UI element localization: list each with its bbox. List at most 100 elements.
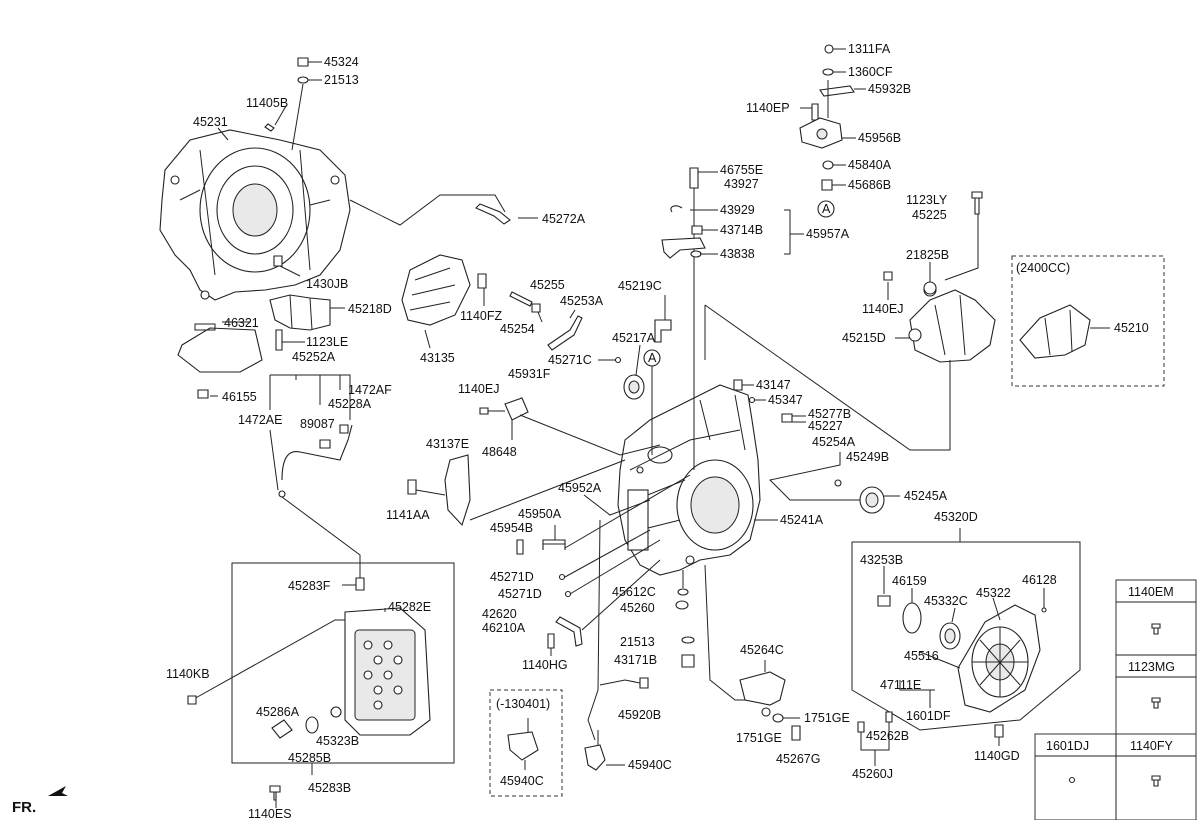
bolt-1430JB [273, 255, 283, 267]
plug-43171B [681, 654, 695, 668]
label-45320D: 45320D [934, 510, 978, 524]
label-45271D-c: 45271D [498, 587, 542, 601]
washer-45323B [330, 706, 342, 718]
oil-pan-45282E [344, 607, 431, 736]
bolt-1140FZ [477, 273, 487, 289]
detent-46210A [555, 616, 583, 647]
pin-45271Db [558, 573, 566, 581]
legend-icon-1601dj [1068, 776, 1076, 784]
label-45957A: 45957A [806, 227, 850, 241]
label-21513b: 21513 [620, 635, 655, 649]
label-45950A: 45950A [518, 507, 562, 521]
label-45920B: 45920B [618, 708, 661, 722]
seal-45840A [822, 160, 834, 170]
label-45332C: 45332C [924, 594, 968, 608]
legend-label-1140fy: 1140FY [1130, 739, 1174, 753]
clip-45254 [531, 303, 541, 313]
switch-45956B [799, 117, 843, 149]
hose-45252A [281, 424, 353, 481]
label-45840A: 45840A [848, 158, 892, 172]
label-47111E: 47111E [880, 678, 921, 692]
bracket-45219C [654, 319, 672, 343]
label-1140EJ-b: 1140EJ [862, 302, 903, 316]
label-45932B: 45932B [868, 82, 911, 96]
pin-45262B [885, 711, 893, 723]
label-42620: 42620 [482, 607, 517, 621]
washer-1360CF [822, 68, 834, 76]
label-1430JB: 1430JB [306, 277, 348, 291]
label-46755E: 46755E [720, 163, 763, 177]
label-1360CF: 1360CF [848, 65, 893, 79]
sensor-45920B [599, 677, 649, 689]
legend-label-1601dj: 1601DJ [1046, 739, 1089, 753]
nut-1311FA [824, 44, 834, 54]
label-1140EP: 1140EP [746, 101, 790, 115]
part-labels: 45324 21513 11405B 45231 45272A 1430JB 4… [12, 42, 1175, 820]
bracket-45218D [269, 294, 331, 331]
pipe-45272A [475, 203, 511, 225]
label-45283B: 45283B [308, 781, 351, 795]
oring-46159 [902, 602, 922, 634]
label-45324: 45324 [324, 55, 359, 69]
converter-housing-45231 [159, 129, 351, 301]
bolt-43147 [733, 379, 743, 391]
transaxle-case-45241A [617, 384, 761, 576]
clamp-1751GEb [761, 707, 771, 717]
magnet-45286A [271, 719, 293, 739]
label-1751GE-b: 1751GE [736, 731, 782, 745]
label-48648: 48648 [482, 445, 517, 459]
label-45272A: 45272A [542, 212, 586, 226]
label-46210A: 46210A [482, 621, 526, 635]
pin-45271C [614, 356, 622, 364]
pin-45271Dc [564, 590, 572, 598]
washer-43838 [690, 250, 702, 258]
sensor-45940C [584, 730, 606, 771]
label-46159: 46159 [892, 574, 927, 588]
bolt-1140EJb [883, 271, 893, 281]
callout-a-top-label: A [822, 202, 831, 216]
pin-45260J [857, 721, 865, 733]
label-1601DF: 1601DF [906, 709, 951, 723]
bushing-21825B [923, 281, 937, 295]
legend-label-1140em: 1140EM [1128, 585, 1174, 599]
label-45271D-b: 45271D [490, 570, 534, 584]
label-45260: 45260 [620, 601, 655, 615]
bolt-11405B [264, 123, 275, 132]
bolt-45267G [791, 725, 801, 741]
label-45277B: 45277B [808, 407, 851, 421]
bolt-1140HG [547, 633, 555, 649]
plug-45686B [821, 179, 833, 191]
heat-shield-43135 [401, 254, 471, 326]
label-45323B: 45323B [316, 734, 359, 748]
label-45262B: 45262B [866, 729, 909, 743]
label-45218D: 45218D [348, 302, 392, 316]
label-130401: (-130401) [496, 697, 550, 711]
label-45267G: 45267G [776, 752, 820, 766]
label-46128: 46128 [1022, 573, 1057, 587]
bolt-1141AA [407, 479, 417, 495]
bolt-1140GD [994, 724, 1004, 738]
bracket-45931F [504, 397, 529, 421]
label-45952A: 45952A [558, 481, 602, 495]
label-43838: 43838 [720, 247, 755, 261]
mount-bracket-45215D [908, 283, 996, 363]
legend-icon-1123mg [1151, 697, 1161, 709]
label-45347: 45347 [768, 393, 803, 407]
bolt-46155 [197, 389, 209, 399]
label-45260J: 45260J [852, 767, 893, 781]
gasket-45285B [305, 716, 319, 734]
label-45217A: 45217A [612, 331, 656, 345]
label-1751GE-a: 1751GE [804, 711, 850, 725]
label-1311FA: 1311FA [848, 42, 891, 56]
bolt-1140ES [269, 785, 281, 801]
label-45245A: 45245A [904, 489, 948, 503]
label-1141AA: 1141AA [386, 508, 430, 522]
label-1123LE: 1123LE [306, 335, 348, 349]
pin-45347 [748, 396, 756, 404]
label-45253A: 45253A [560, 294, 604, 308]
variant-box-130401 [489, 689, 563, 797]
bolt-1140EP [811, 103, 819, 121]
nut-43714B [691, 225, 703, 235]
callout-a-top [817, 200, 835, 218]
